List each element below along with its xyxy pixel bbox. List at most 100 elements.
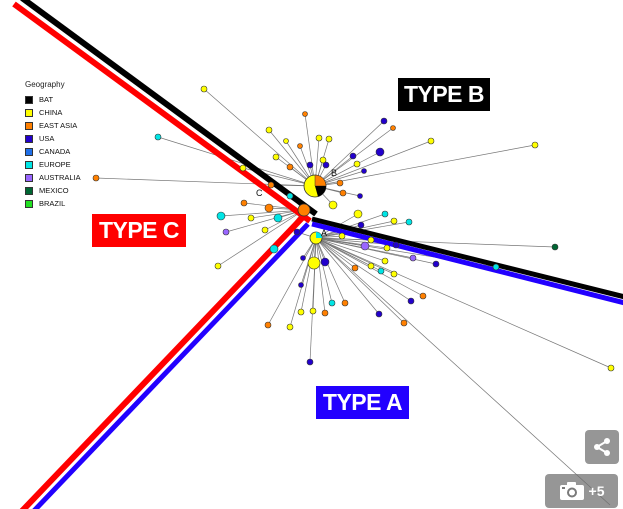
network-edge <box>315 237 333 304</box>
haplotype-node <box>269 244 279 254</box>
haplotype-node <box>286 163 294 171</box>
network-edge <box>220 209 305 217</box>
haplotype-node <box>154 133 162 141</box>
share-button[interactable] <box>585 430 619 464</box>
legend-label: AUSTRALIA <box>39 173 81 182</box>
hub-node-c <box>297 203 311 217</box>
haplotype-node <box>400 319 408 327</box>
haplotype-node <box>222 228 230 236</box>
haplotype-node <box>286 323 294 331</box>
haplotype-node <box>349 152 357 160</box>
legend-swatch <box>25 173 33 182</box>
haplotype-node <box>265 126 273 134</box>
haplotype-node <box>92 174 100 182</box>
legend-item: USA <box>25 132 81 145</box>
network-edge <box>314 144 536 187</box>
network-nodes <box>92 85 615 372</box>
camera-icon <box>559 482 584 500</box>
haplotype-node <box>267 181 275 189</box>
haplotype-node <box>307 256 321 270</box>
legend-item: BAT <box>25 93 81 106</box>
haplotype-node <box>381 210 389 218</box>
haplotype-node <box>492 263 500 271</box>
haplotype-node <box>375 147 385 157</box>
haplotype-node <box>216 211 226 221</box>
haplotype-node <box>375 310 383 318</box>
haplotype-node <box>432 260 440 268</box>
haplotype-node <box>407 297 415 305</box>
haplotype-node <box>360 241 370 251</box>
haplotype-node <box>531 141 539 149</box>
type-a-branch-blue <box>32 222 310 509</box>
haplotype-node <box>293 228 301 236</box>
legend-label: BRAZIL <box>39 199 66 208</box>
haplotype-node <box>319 156 327 164</box>
haplotype-node <box>298 282 304 288</box>
network-edge <box>95 177 316 187</box>
legend-label: EAST ASIA <box>39 121 78 130</box>
haplotype-node <box>247 214 255 222</box>
network-edge <box>267 237 317 326</box>
network-edge <box>314 120 385 187</box>
haplotype-node <box>551 243 559 251</box>
legend-swatch <box>25 108 33 117</box>
haplotype-node <box>309 307 317 315</box>
node-label-a: A <box>321 228 327 238</box>
network-edge <box>315 237 380 315</box>
haplotype-node <box>239 164 247 172</box>
legend-swatch <box>25 121 33 130</box>
network-edge <box>315 237 437 265</box>
haplotype-node <box>338 232 346 240</box>
haplotype-node <box>272 153 280 161</box>
haplotype-node <box>264 203 274 213</box>
legend-item: BRAZIL <box>25 197 81 210</box>
haplotype-node <box>328 299 336 307</box>
haplotype-node <box>405 218 413 226</box>
type-c-branch-red <box>12 1 312 224</box>
haplotype-node <box>300 255 306 261</box>
haplotype-node <box>380 117 388 125</box>
type-b-label: TYPE B <box>398 78 490 111</box>
haplotype-node <box>409 254 417 262</box>
haplotype-node <box>381 257 389 265</box>
haplotype-node <box>390 270 398 278</box>
haplotype-node <box>357 193 363 199</box>
network-edge <box>289 237 317 328</box>
network-edge <box>225 209 305 233</box>
haplotype-node <box>341 299 349 307</box>
legend-swatch <box>25 95 33 104</box>
type-a-branch-red <box>19 215 305 509</box>
haplotype-node <box>214 262 222 270</box>
haplotype-node <box>306 161 314 169</box>
legend-item: AUSTRALIA <box>25 171 81 184</box>
network-edge <box>304 113 316 187</box>
type-c-branch-black <box>20 0 318 217</box>
legend-item: EUROPE <box>25 158 81 171</box>
legend-label: CHINA <box>39 108 63 117</box>
network-edge <box>315 237 556 248</box>
haplotype-node <box>297 308 305 316</box>
network-edge <box>315 237 386 262</box>
haplotype-node <box>264 321 272 329</box>
network-edge <box>315 213 386 239</box>
legend-item: EAST ASIA <box>25 119 81 132</box>
type-c-label: TYPE C <box>92 214 186 247</box>
type-a-label: TYPE A <box>316 386 409 419</box>
haplotype-node <box>390 125 396 131</box>
legend-title: Geography <box>25 80 65 89</box>
haplotype-node <box>328 200 338 210</box>
legend-swatch <box>25 134 33 143</box>
photo-gallery-button[interactable]: +5 <box>545 474 618 508</box>
haplotype-node <box>390 217 398 225</box>
haplotype-node <box>306 358 314 366</box>
haplotype-node <box>353 209 363 219</box>
haplotype-node <box>361 168 367 174</box>
haplotype-node <box>339 189 347 197</box>
haplotype-node <box>325 135 333 143</box>
haplotype-node <box>367 262 375 270</box>
network-edges <box>95 88 612 506</box>
share-icon <box>594 438 610 456</box>
